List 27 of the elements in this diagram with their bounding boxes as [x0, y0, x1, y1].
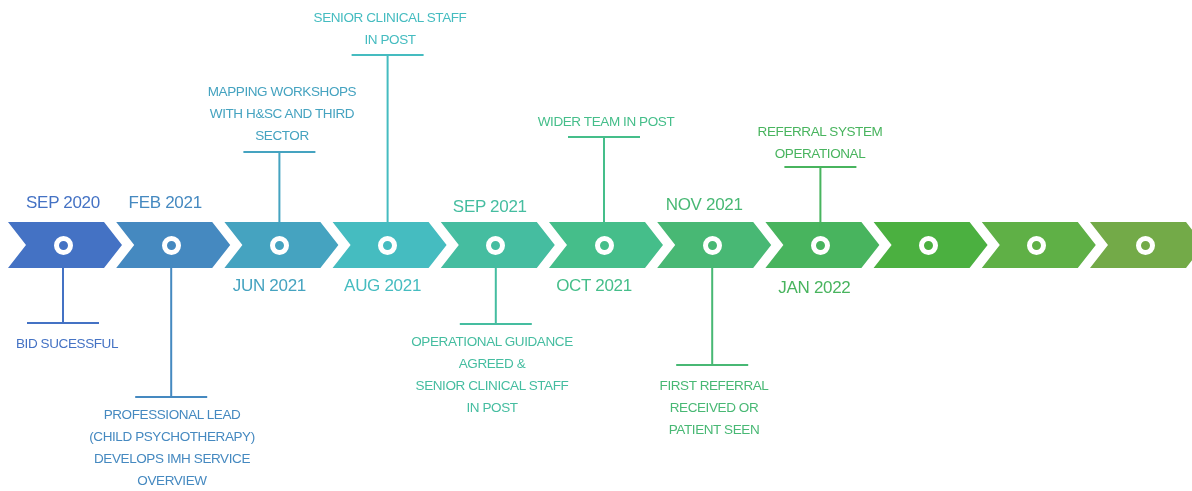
- milestone-text: MAPPING WORKSHOPS WITH H&SC AND THIRD SECTOR: [207, 81, 357, 147]
- date-label: FEB 2021: [128, 193, 202, 213]
- date-label: AUG 2021: [344, 276, 422, 296]
- ring-marker: [378, 235, 398, 255]
- date-label: JAN 2022: [778, 278, 851, 298]
- ring-marker: [594, 235, 614, 255]
- milestone-text: OPERATIONAL GUIDANCE AGREED & SENIOR CLINICAL STAFF IN POST: [411, 331, 573, 419]
- ring-marker: [810, 235, 830, 255]
- ring-marker: [161, 235, 181, 255]
- ring-marker: [1027, 235, 1047, 255]
- milestone-text: WIDER TEAM IN POST: [537, 111, 675, 133]
- ring-marker: [269, 235, 289, 255]
- ring-marker: [919, 235, 939, 255]
- date-label: SEP 2020: [26, 193, 100, 213]
- ring-marker: [1135, 235, 1155, 255]
- milestone-text: PROFESSIONAL LEAD (CHILD PSYCHOTHERAPY) DEVELOPS IMH SERVICE OVERVIEW: [89, 404, 255, 491]
- date-label: JUN 2021: [232, 276, 306, 296]
- date-label: OCT 2021: [556, 276, 632, 296]
- date-label: SEP 2021: [452, 197, 527, 217]
- ring-marker: [486, 235, 506, 255]
- milestone-text: SENIOR CLINICAL STAFF IN POST: [313, 7, 467, 51]
- milestone-text: FIRST REFERRAL RECEIVED OR PATIENT SEEN: [659, 375, 769, 441]
- ring-marker: [702, 235, 722, 255]
- ring-marker: [53, 235, 73, 255]
- milestone-text: BID SUCESSFUL: [15, 333, 119, 355]
- date-label: NOV 2021: [665, 195, 743, 215]
- milestone-text: REFERRAL SYSTEM OPERATIONAL: [757, 121, 883, 165]
